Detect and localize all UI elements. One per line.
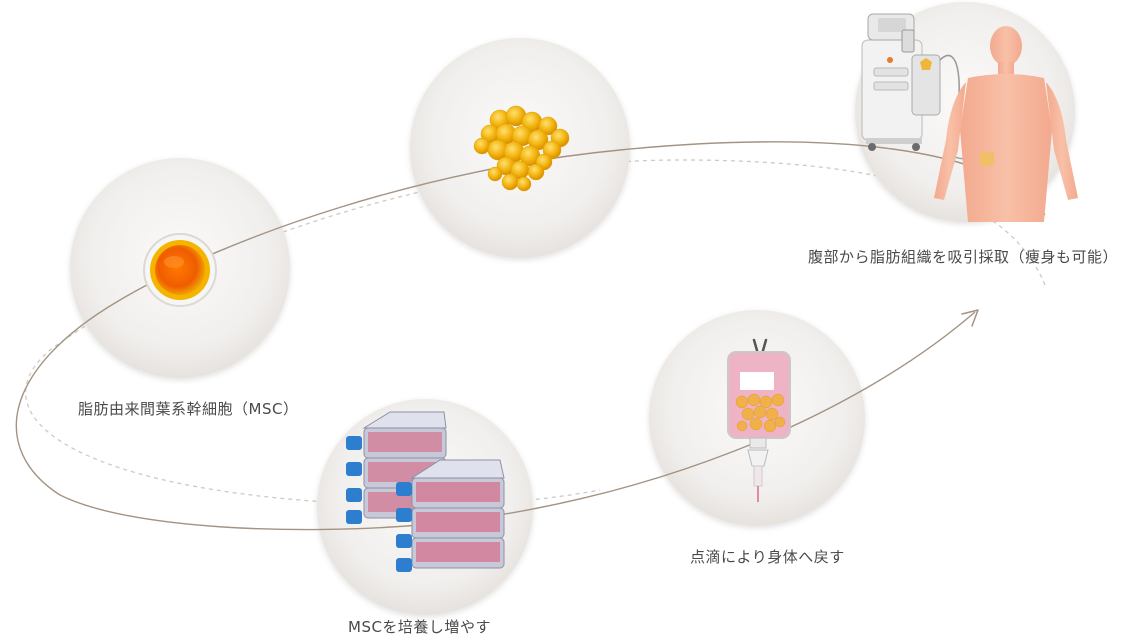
- iv-bag-icon: [727, 338, 791, 502]
- fat-cluster-icon: [473, 105, 570, 192]
- human-body-icon: [934, 26, 1078, 222]
- msc-cell-icon: [143, 233, 217, 307]
- cycle-arrow-icon: [961, 309, 979, 327]
- label-msc: 脂肪由来間葉系幹細胞（MSC）: [78, 400, 299, 418]
- culture-flask-icon: [346, 411, 505, 572]
- label-drip: 点滴により身体へ戻す: [690, 548, 845, 566]
- label-culture: MSCを培養し増やす: [348, 618, 491, 636]
- liposuction-machine-icon: [861, 13, 979, 160]
- label-extract: 腹部から脂肪組織を吸引採取（痩身も可能）: [808, 248, 1119, 266]
- process-path: [15, 141, 1046, 531]
